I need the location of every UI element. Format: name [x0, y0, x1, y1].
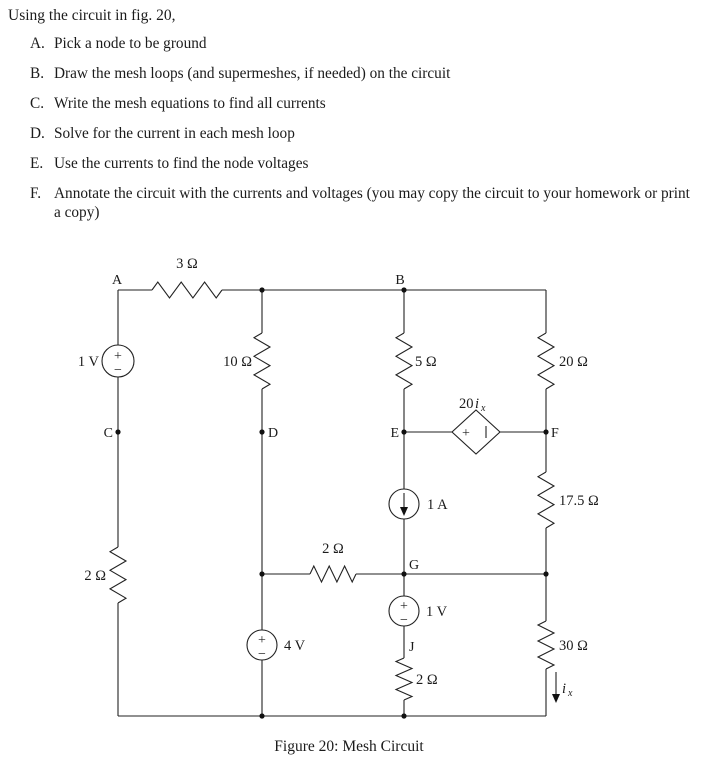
task-item-a: A. Pick a node to be ground [30, 34, 692, 53]
node-label-f: F [551, 426, 559, 441]
node-label-a: A [112, 273, 123, 288]
task-item-d: D. Solve for the current in each mesh lo… [30, 124, 692, 143]
resistor-5ohm-label: 5 Ω [415, 354, 437, 370]
minus-sign: − [114, 363, 122, 378]
junction-dots [115, 287, 549, 719]
task-item-b: B. Draw the mesh loops (and supermeshes,… [30, 64, 692, 83]
task-item-c: C. Write the mesh equations to find all … [30, 94, 692, 113]
node-dot [259, 713, 265, 719]
resistor-2ohm-j [394, 657, 414, 701]
node-dot-f [543, 429, 549, 435]
node-label-e: E [390, 426, 399, 441]
node-dot [401, 713, 407, 719]
voltage-source-1v-mid-label: 1 V [426, 604, 448, 620]
resistor-3ohm [151, 281, 223, 299]
resistor-30ohm-label: 30 Ω [559, 638, 588, 654]
intro-text: Using the circuit in fig. 20, [8, 7, 176, 24]
ix-label-sub: x [567, 688, 573, 699]
resistor-20ohm [536, 332, 556, 390]
node-dot [543, 571, 549, 577]
task-text: Pick a node to be ground [54, 35, 207, 52]
task-text: Solve for the current in each mesh loop [54, 125, 295, 142]
task-item-e: E. Use the currents to find the node vol… [30, 154, 692, 173]
task-text: Write the mesh equations to find all cur… [54, 95, 326, 112]
circuit-diagram: + − 1 V 1 A + − 1 V + − 4 V + 20 i x i x… [78, 256, 599, 755]
resistor-2ohm-left-label: 2 Ω [84, 568, 106, 584]
task-label: D. [30, 125, 45, 142]
resistor-2ohm-mid-label: 2 Ω [322, 541, 344, 557]
task-label: F. [30, 185, 42, 202]
dependent-source-label-sub: x [480, 403, 486, 414]
task-label: C. [30, 95, 45, 112]
voltage-source-1v-left-label: 1 V [78, 354, 100, 370]
resistor-5ohm [394, 332, 414, 390]
task-item-f: F. Annotate the circuit with the current… [30, 184, 692, 222]
node-dot [259, 287, 265, 293]
node-dot-c [115, 429, 121, 435]
node-label-c: C [104, 426, 113, 441]
task-text: Use the currents to find the node voltag… [54, 155, 309, 172]
voltage-source-1v-mid [388, 595, 420, 627]
node-dot-d [259, 429, 265, 435]
node-dot [259, 571, 265, 577]
plus-sign: + [114, 349, 122, 364]
node-dot [401, 287, 407, 293]
node-dot-g [401, 571, 407, 577]
task-label: E. [30, 155, 44, 172]
node-label-j: J [409, 640, 415, 655]
dependent-source-20ix [451, 409, 501, 455]
resistor-2ohm-left [108, 546, 128, 604]
task-label: B. [30, 65, 45, 82]
dependent-source-label-coeff: 20 [459, 396, 474, 412]
voltage-source-1v-left [101, 344, 135, 378]
figure-caption: Figure 20: Mesh Circuit [274, 738, 424, 755]
resistor-2ohm-j-label: 2 Ω [416, 672, 438, 688]
node-dot-e [401, 429, 407, 435]
minus-sign: − [400, 613, 408, 628]
task-text: Draw the mesh loops (and supermeshes, if… [54, 65, 451, 82]
node-label-d: D [268, 426, 278, 441]
voltage-source-4v-label: 4 V [284, 638, 306, 654]
dependent-source-label-var: i [475, 396, 479, 412]
resistor-17.5ohm-label: 17.5 Ω [559, 493, 599, 509]
resistor-17.5ohm [536, 471, 556, 529]
task-label: A. [30, 35, 45, 52]
plus-sign: + [258, 633, 266, 648]
resistor-3ohm-label: 3 Ω [176, 256, 198, 272]
task-text: Annotate the circuit with the currents a… [54, 185, 690, 221]
current-source-1a-label: 1 A [427, 497, 448, 513]
plus-sign: + [462, 426, 470, 441]
ix-label-var: i [562, 681, 566, 697]
current-source-arrowhead [400, 507, 408, 516]
task-list: A. Pick a node to be ground B. Draw the … [30, 34, 692, 233]
voltage-source-4v [246, 629, 278, 661]
wires [117, 289, 547, 717]
resistor-10ohm-label: 10 Ω [223, 354, 252, 370]
ix-current-arrowhead [552, 694, 560, 703]
minus-sign: − [258, 647, 266, 662]
node-label-b: B [395, 273, 404, 288]
resistor-2ohm-mid [309, 564, 357, 584]
resistor-30ohm [536, 620, 556, 670]
resistor-20ohm-label: 20 Ω [559, 354, 588, 370]
node-label-g: G [409, 558, 419, 573]
plus-sign: + [400, 599, 408, 614]
resistor-10ohm [252, 332, 272, 390]
